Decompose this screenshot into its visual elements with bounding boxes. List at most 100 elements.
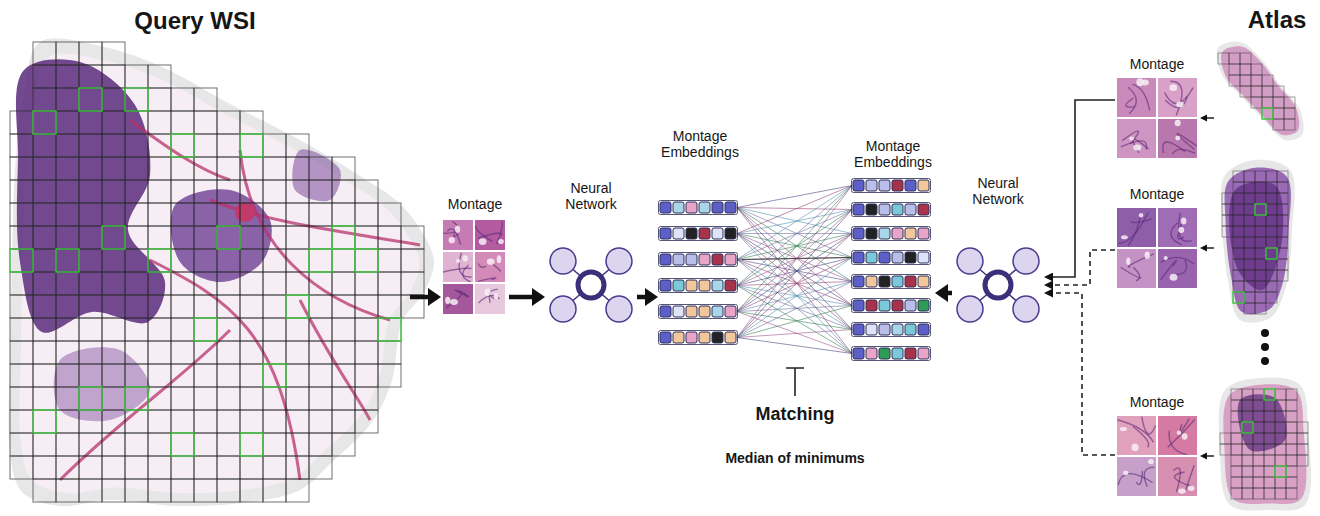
node-label: Query WSI bbox=[100, 7, 290, 35]
matching-line bbox=[737, 234, 852, 338]
grid-tile bbox=[1264, 488, 1275, 499]
selected-tile bbox=[171, 134, 194, 157]
grid-tile bbox=[1264, 455, 1275, 466]
grid-tile bbox=[263, 433, 286, 456]
method-label: Median of minimums bbox=[690, 450, 900, 466]
grid-tile bbox=[1275, 411, 1286, 422]
grid-tile bbox=[1240, 53, 1251, 64]
grid-tile bbox=[171, 111, 194, 134]
grid-tile bbox=[79, 226, 102, 249]
grid-tile bbox=[263, 180, 286, 203]
grid-tile bbox=[240, 479, 263, 502]
vector-cell bbox=[866, 228, 877, 239]
grid-tile bbox=[125, 364, 148, 387]
tile-texture bbox=[1164, 256, 1168, 260]
grid-tile bbox=[1297, 433, 1308, 444]
grid-tile bbox=[171, 180, 194, 203]
grid-tile bbox=[1297, 422, 1308, 433]
grid-tile bbox=[1255, 226, 1266, 237]
selected-tile bbox=[194, 318, 217, 341]
grid-tile bbox=[125, 88, 148, 111]
grid-tile bbox=[102, 111, 125, 134]
grid-tile bbox=[102, 134, 125, 157]
vector-cell bbox=[879, 300, 890, 311]
grid-tile bbox=[309, 364, 332, 387]
selected-tile bbox=[355, 249, 378, 272]
matching-line bbox=[737, 306, 852, 338]
grid-tile bbox=[263, 226, 286, 249]
grid-tile bbox=[1251, 64, 1262, 75]
selected-tile bbox=[332, 226, 355, 249]
grid-tile bbox=[194, 157, 217, 180]
grid-tile bbox=[1240, 75, 1251, 86]
vector-cell bbox=[866, 204, 877, 215]
grid-tile bbox=[240, 134, 263, 157]
montage-tile bbox=[1158, 78, 1197, 117]
vector-cell bbox=[712, 280, 723, 291]
grid-tile bbox=[194, 387, 217, 410]
montage-image bbox=[1117, 416, 1197, 496]
grid-tile bbox=[1242, 400, 1253, 411]
grid-tile bbox=[332, 410, 355, 433]
grid-tile bbox=[56, 479, 79, 502]
grid-tile bbox=[1222, 193, 1233, 204]
grid-tile bbox=[1264, 444, 1275, 455]
grid-tile bbox=[102, 456, 125, 479]
vector-cell bbox=[699, 202, 710, 213]
small-arrow-head bbox=[1200, 453, 1207, 460]
selected-tile bbox=[56, 249, 79, 272]
grid-tile bbox=[1233, 248, 1244, 259]
montage-tile bbox=[1158, 457, 1197, 496]
grid-tile bbox=[1277, 237, 1288, 248]
grid-tile bbox=[33, 249, 56, 272]
grid-tile bbox=[309, 433, 332, 456]
slide-ground bbox=[1221, 160, 1295, 323]
grid-tile bbox=[125, 318, 148, 341]
grid-tile bbox=[10, 341, 33, 364]
grid-tile bbox=[1275, 477, 1286, 488]
vector-cell bbox=[673, 280, 684, 291]
vector-cell bbox=[853, 348, 864, 359]
tumor-region bbox=[1229, 181, 1283, 290]
vector-cell bbox=[918, 252, 929, 263]
grid-tile bbox=[148, 111, 171, 134]
grid-tile bbox=[148, 295, 171, 318]
vector-cell bbox=[673, 228, 684, 239]
grid-tile bbox=[1218, 53, 1229, 64]
tile-texture bbox=[1139, 213, 1144, 217]
tile-texture bbox=[484, 288, 490, 296]
vector-cell bbox=[660, 332, 671, 343]
grid-tile bbox=[171, 456, 194, 479]
grid-tile bbox=[332, 387, 355, 410]
step-label: Matching bbox=[735, 404, 855, 425]
vector-cell bbox=[725, 306, 736, 317]
grid-tile bbox=[1240, 64, 1251, 75]
matching-line bbox=[737, 234, 852, 286]
vector-frame bbox=[852, 347, 931, 361]
grid-tile bbox=[1275, 389, 1286, 400]
selected-tile bbox=[171, 433, 194, 456]
vector-cell bbox=[853, 276, 864, 287]
selected-tile bbox=[79, 387, 102, 410]
grid-tile bbox=[309, 387, 332, 410]
grid-tile bbox=[1242, 389, 1253, 400]
grid-tile bbox=[332, 272, 355, 295]
tile-texture bbox=[1168, 419, 1194, 447]
grid-tile bbox=[10, 295, 33, 318]
vector-cell bbox=[892, 300, 903, 311]
tumor-region bbox=[1238, 394, 1287, 451]
vector-cell bbox=[892, 252, 903, 263]
grid-tile bbox=[1286, 433, 1297, 444]
vector-frame bbox=[852, 179, 931, 193]
grid-tile bbox=[1286, 389, 1297, 400]
grid-tile bbox=[1273, 86, 1284, 97]
grid-tile bbox=[1222, 215, 1233, 226]
grid-tile bbox=[1264, 477, 1275, 488]
grid-tile bbox=[1284, 97, 1295, 108]
vector-frame bbox=[852, 203, 931, 217]
grid-tile bbox=[355, 203, 378, 226]
grid-tile bbox=[102, 249, 125, 272]
grid-tile bbox=[125, 479, 148, 502]
grid-tile bbox=[378, 249, 401, 272]
